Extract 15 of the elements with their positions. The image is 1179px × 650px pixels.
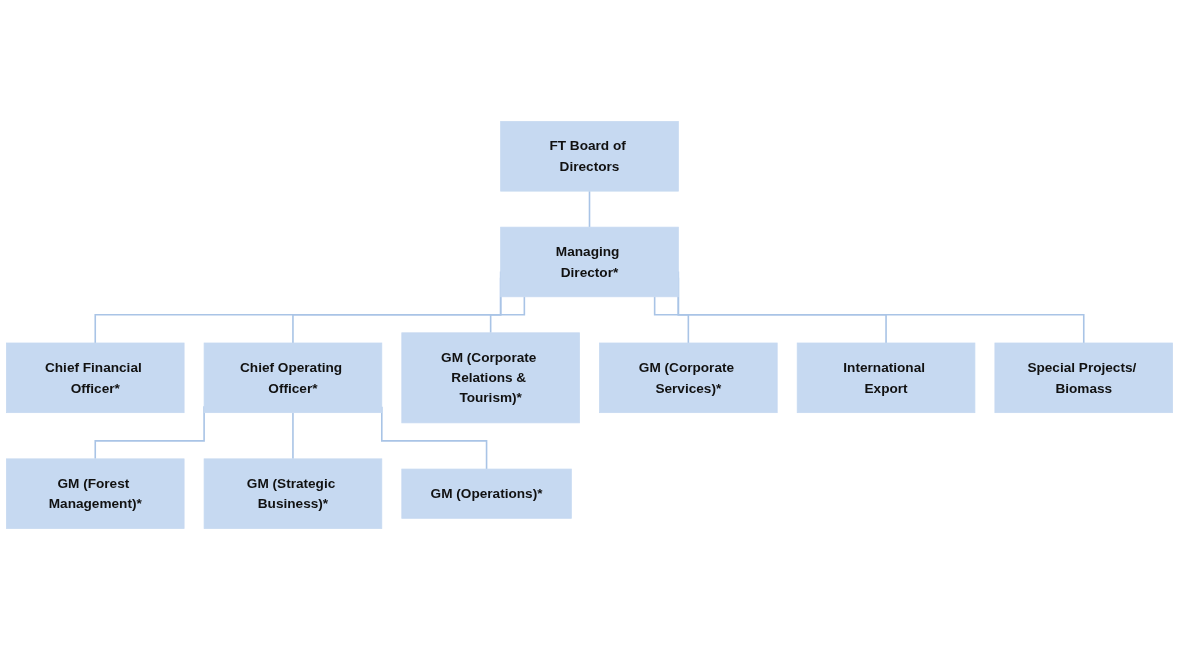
- connector: [292, 411, 294, 460]
- node-box: Chief Financial Officer*: [6, 342, 185, 414]
- node-box: FT Board of Directors: [500, 121, 679, 192]
- node-box: GM (Forest Management)*: [6, 458, 185, 529]
- node-box: Chief Operating Officer*: [203, 342, 383, 414]
- connector: [588, 190, 591, 228]
- node-box: Managing Director*: [500, 226, 679, 298]
- connector: [653, 296, 690, 344]
- node-box: GM (Corporate Services)*: [599, 342, 778, 414]
- node-box: Special Projects/ Biomass: [994, 342, 1173, 414]
- connector: [489, 296, 526, 334]
- node-box: GM (Strategic Business)*: [203, 458, 383, 529]
- node-box: International Export: [796, 342, 976, 414]
- node-box: GM (Operations)*: [401, 468, 572, 519]
- node-box: GM (Corporate Relations & Tourism)*: [401, 332, 580, 424]
